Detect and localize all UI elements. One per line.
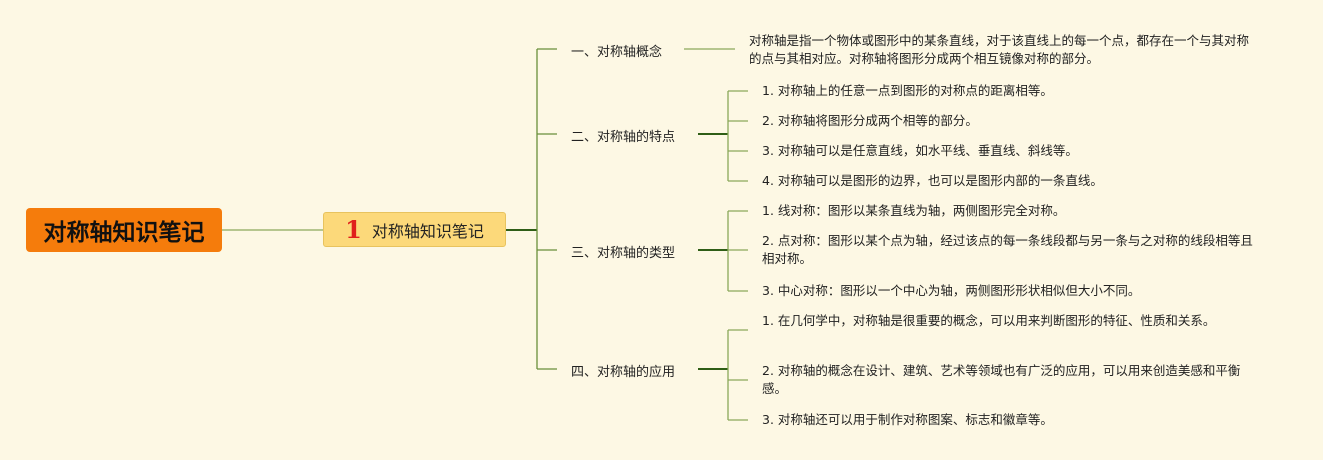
application-item-2[interactable]: 2. 对称轴的概念在设计、建筑、艺术等领域也有广泛的应用，可以用来创造美感和平衡… (762, 363, 1241, 396)
section-applications[interactable]: 四、对称轴的应用 (571, 365, 676, 380)
sub-node-label: 对称轴知识笔记 (371, 221, 484, 241)
application-item-3[interactable]: 3. 对称轴还可以用于制作对称图案、标志和徽章等。 (762, 412, 1053, 427)
feature-item-1[interactable]: 1. 对称轴上的任意一点到图形的对称点的距离相等。 (762, 83, 1053, 98)
application-item-1[interactable]: 1. 在几何学中，对称轴是很重要的概念，可以用来判断图形的特征、性质和关系。 (762, 313, 1216, 328)
root-node[interactable]: 对称轴知识笔记 (26, 208, 222, 252)
concept-text[interactable]: 对称轴是指一个物体或图形中的某条直线，对于该直线上的每一个点，都存在一个与其对称… (749, 33, 1250, 66)
feature-item-3[interactable]: 3. 对称轴可以是任意直线，如水平线、垂直线、斜线等。 (762, 143, 1078, 158)
type-item-2[interactable]: 2. 点对称：图形以某个点为轴，经过该点的每一条线段都与另一条与之对称的线段相等… (762, 233, 1253, 266)
feature-item-2[interactable]: 2. 对称轴将图形分成两个相等的部分。 (762, 113, 978, 128)
type-item-3[interactable]: 3. 中心对称：图形以一个中心为轴，两侧图形形状相似但大小不同。 (762, 283, 1141, 298)
number-badge-icon: 1 (345, 215, 362, 244)
section-concept[interactable]: 一、对称轴概念 (571, 45, 663, 60)
section-features[interactable]: 二、对称轴的特点 (571, 130, 676, 145)
feature-item-4[interactable]: 4. 对称轴可以是图形的边界，也可以是图形内部的一条直线。 (762, 173, 1103, 188)
section-types[interactable]: 三、对称轴的类型 (571, 246, 676, 261)
type-item-1[interactable]: 1. 线对称：图形以某条直线为轴，两侧图形完全对称。 (762, 203, 1066, 218)
sub-node[interactable]: 1 对称轴知识笔记 (323, 212, 506, 247)
